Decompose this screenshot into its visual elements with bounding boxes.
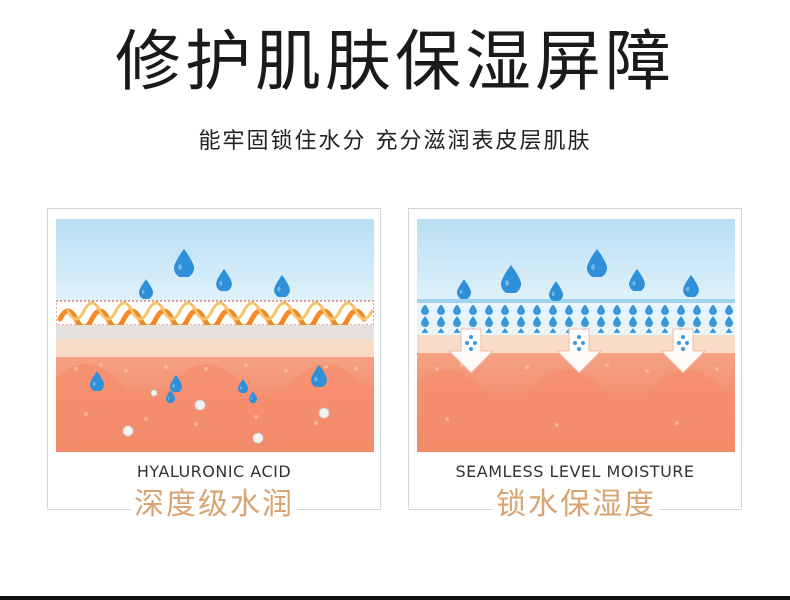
hyaluronic-acid-panel: HYALURONIC ACID: [47, 208, 381, 508]
panel-english-label: HYALURONIC ACID: [136, 462, 292, 481]
page-headline: 修护肌肤保湿屏障: [115, 23, 675, 100]
epidermis-layer: [56, 339, 374, 357]
panel-chinese-label: 锁水保湿度: [493, 485, 659, 525]
bottom-divider: [0, 596, 790, 600]
sky-layer: [56, 219, 374, 301]
panel-english-label: SEAMLESS LEVEL MOISTURE: [455, 462, 695, 481]
seamless-moisture-panel: SEAMLESS LEVEL MOISTURE: [408, 208, 742, 508]
hyaluronic-acid-illustration: [56, 219, 374, 452]
panel-chinese-label: 深度级水润: [131, 485, 297, 525]
seamless-moisture-illustration: [417, 219, 735, 452]
sky-layer: [417, 219, 735, 299]
page-subheadline: 能牢固锁住水分 充分滋润表皮层肌肤: [198, 129, 592, 154]
